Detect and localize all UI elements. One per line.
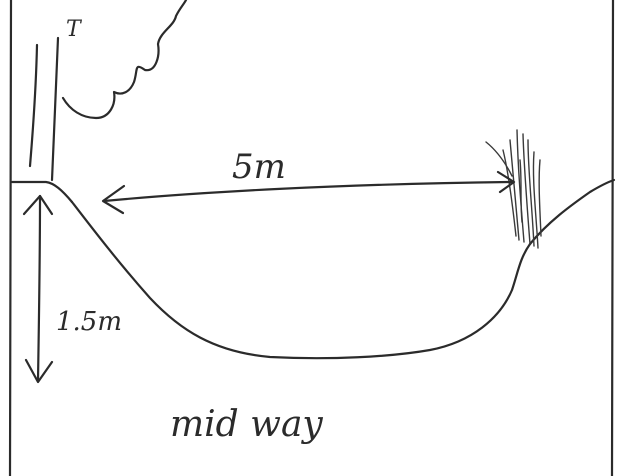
width-label: 5m [232,147,286,187]
width-dimension: 5m [101,147,516,215]
sketch-caption: mid way [170,404,323,445]
right-frame-line [610,0,615,476]
depth-dimension: 1.5m [22,194,122,384]
ground-right-bank [528,178,616,246]
width-arrowhead-right [496,170,516,194]
reeds-drawing [485,129,542,249]
depth-arrowhead-top [22,194,54,216]
tree-drawing: T [28,0,188,182]
tree-trunk-left [28,43,39,168]
channel-profile [70,200,532,360]
width-arrowhead-left [101,184,126,215]
depth-arrow-line [36,194,42,382]
width-arrow-line [102,180,514,203]
tree-mark: T [66,17,83,42]
tree-trunk-right [50,36,60,182]
depth-label: 1.5m [56,307,122,337]
depth-arrowhead-bottom [24,358,54,384]
tree-canopy [61,0,188,120]
ground-left-bank [10,180,74,204]
left-frame-line [8,0,13,476]
